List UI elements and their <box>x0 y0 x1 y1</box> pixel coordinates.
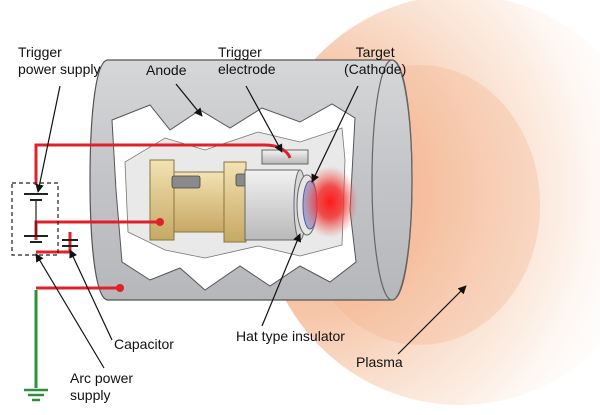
capacitor-symbol-icon <box>62 239 78 247</box>
wire-node <box>116 284 124 292</box>
plasma-label: Plasma <box>356 354 403 370</box>
target-line2: (Cathode) <box>344 61 407 77</box>
arc-power-supply-line2: supply <box>70 387 111 403</box>
arc-power-supply-line1: Arc power <box>70 370 134 386</box>
anode-leader <box>175 83 203 117</box>
arc-power-supply-label: Arc power supply <box>70 370 133 404</box>
hat-type-insulator-label: Hat type insulator <box>236 328 345 344</box>
arc-supply-leader <box>35 253 105 369</box>
battery-symbol-icon <box>24 193 48 243</box>
trigger-supply-box <box>11 182 59 256</box>
trigger-power-supply-line2: power supply <box>18 61 101 77</box>
capacitor-leader <box>69 249 113 341</box>
trigger-electrode-leader <box>245 85 283 153</box>
target-line1: Target <box>355 44 395 60</box>
ground-symbol-icon <box>24 388 48 402</box>
wire-node <box>156 218 164 226</box>
plasma-hotspot <box>302 166 358 238</box>
trigger-electrode-line1: Trigger <box>218 44 262 60</box>
trigger-electrode-label: Trigger electrode <box>218 44 276 78</box>
plasma-leader <box>397 285 467 355</box>
insulator-leader <box>261 233 301 327</box>
trigger-power-supply-line1: Trigger <box>18 44 62 60</box>
capacitor-label: Capacitor <box>114 336 174 352</box>
trigger-supply-leader <box>35 85 61 193</box>
anode-label: Anode <box>146 62 187 78</box>
target-label: Target (Cathode) <box>344 44 406 78</box>
leader-arrows <box>35 83 467 369</box>
trigger-power-supply-label: Trigger power supply <box>18 44 101 78</box>
target-leader <box>311 85 359 183</box>
trigger-electrode-line2: electrode <box>218 61 276 77</box>
